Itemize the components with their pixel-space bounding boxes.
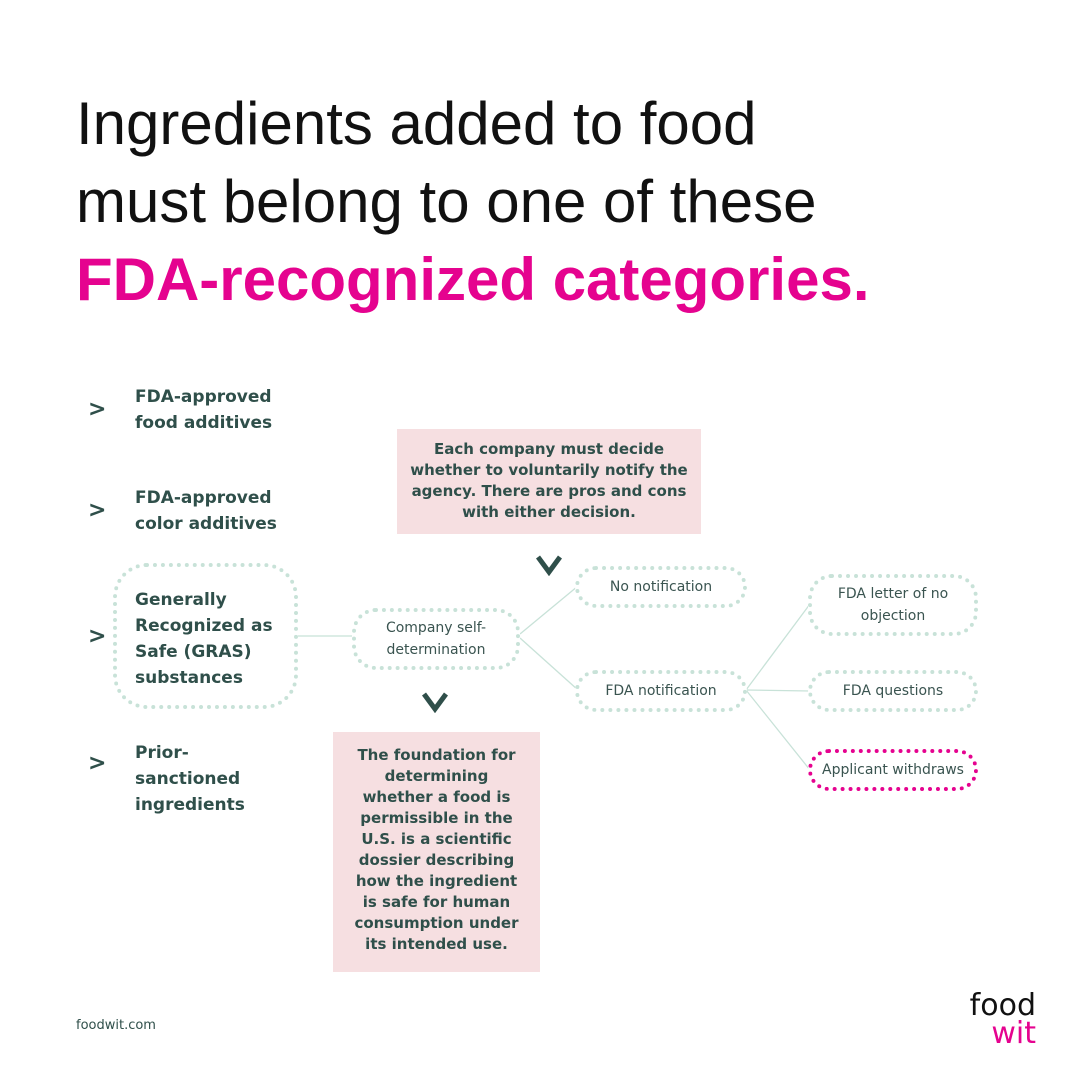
connector-notification-withdraws bbox=[745, 689, 811, 771]
logo-wit: wit bbox=[991, 1016, 1036, 1051]
note-line: how the ingredient bbox=[355, 872, 518, 890]
title-line-2: must belong to one of these bbox=[76, 168, 817, 235]
category-label: sanctioned bbox=[135, 769, 241, 789]
node-no-notification: No notification bbox=[575, 566, 747, 608]
connector-company-no-notification bbox=[519, 585, 579, 635]
node-label: objection bbox=[860, 608, 926, 624]
gras-outline bbox=[113, 563, 298, 709]
foodwit-logo: food wit bbox=[930, 988, 1036, 1051]
note-line: with either decision. bbox=[462, 503, 636, 521]
chevron-right-icon: > bbox=[88, 624, 107, 649]
node-label: Company self- bbox=[385, 620, 487, 636]
node-company-self-determination: Company self- determination bbox=[352, 608, 520, 670]
note-line: Each company must decide bbox=[433, 440, 664, 458]
category-food-additives: FDA-approved food additives bbox=[135, 384, 272, 436]
category-label: FDA-approved bbox=[135, 387, 272, 407]
node-label: Applicant withdraws bbox=[822, 762, 964, 778]
node-fda-letter-no-objection: FDA letter of no objection bbox=[808, 574, 978, 636]
node-label: determination bbox=[386, 642, 486, 658]
note-scientific-dossier: The foundation for determining whether a… bbox=[333, 732, 540, 972]
category-label: food additives bbox=[135, 413, 273, 433]
note-line: is safe for human bbox=[362, 893, 511, 911]
note-line: agency. There are pros and cons bbox=[411, 482, 687, 500]
node-fda-notification: FDA notification bbox=[575, 670, 747, 712]
node-fda-questions: FDA questions bbox=[808, 670, 978, 712]
chevron-down-icon bbox=[421, 689, 449, 719]
page-title: Ingredients added to food must belong to… bbox=[76, 85, 1036, 319]
note-line: its intended use. bbox=[365, 935, 508, 953]
title-highlight: FDA-recognized categories. bbox=[76, 246, 870, 313]
category-label: Prior- bbox=[135, 743, 189, 763]
category-label: color additives bbox=[135, 514, 277, 534]
connector-notification-questions bbox=[745, 689, 811, 692]
category-prior-sanctioned: Prior- sanctioned ingredients bbox=[135, 740, 245, 818]
node-label: FDA letter of no bbox=[837, 586, 949, 602]
node-label: FDA questions bbox=[842, 683, 944, 699]
category-label: FDA-approved bbox=[135, 488, 272, 508]
connector-notification-letter bbox=[745, 603, 811, 691]
logo-food: food bbox=[969, 988, 1036, 1023]
node-applicant-withdraws: Applicant withdraws bbox=[808, 749, 978, 791]
category-label: substances bbox=[135, 668, 243, 688]
category-label: Recognized as bbox=[135, 616, 273, 636]
title-line-1: Ingredients added to food bbox=[76, 90, 757, 157]
note-line: whether to voluntarily notify the bbox=[410, 461, 688, 479]
note-line: The foundation for bbox=[357, 746, 516, 764]
note-line: permissible in the bbox=[360, 809, 513, 827]
category-label: ingredients bbox=[135, 795, 245, 815]
category-label: Safe (GRAS) bbox=[135, 642, 252, 662]
chevron-right-icon: > bbox=[88, 397, 107, 422]
note-line: U.S. is a scientific bbox=[361, 830, 512, 848]
note-line: whether a food is bbox=[362, 788, 511, 806]
chevron-down-icon bbox=[535, 552, 563, 582]
chevron-right-icon: > bbox=[88, 751, 107, 776]
category-label: Generally bbox=[135, 590, 227, 610]
note-line: determining bbox=[384, 767, 489, 785]
node-label: No notification bbox=[609, 579, 713, 595]
chevron-right-icon: > bbox=[88, 498, 107, 523]
category-color-additives: FDA-approved color additives bbox=[135, 485, 277, 537]
note-line: dossier describing bbox=[358, 851, 515, 869]
connector-company-fda-notification bbox=[519, 637, 579, 691]
node-label: FDA notification bbox=[605, 683, 717, 699]
note-voluntary-notify: Each company must decide whether to volu… bbox=[397, 429, 701, 534]
note-line: consumption under bbox=[354, 914, 519, 932]
footer-site: foodwit.com bbox=[76, 1018, 156, 1033]
category-gras: Generally Recognized as Safe (GRAS) subs… bbox=[135, 587, 273, 691]
